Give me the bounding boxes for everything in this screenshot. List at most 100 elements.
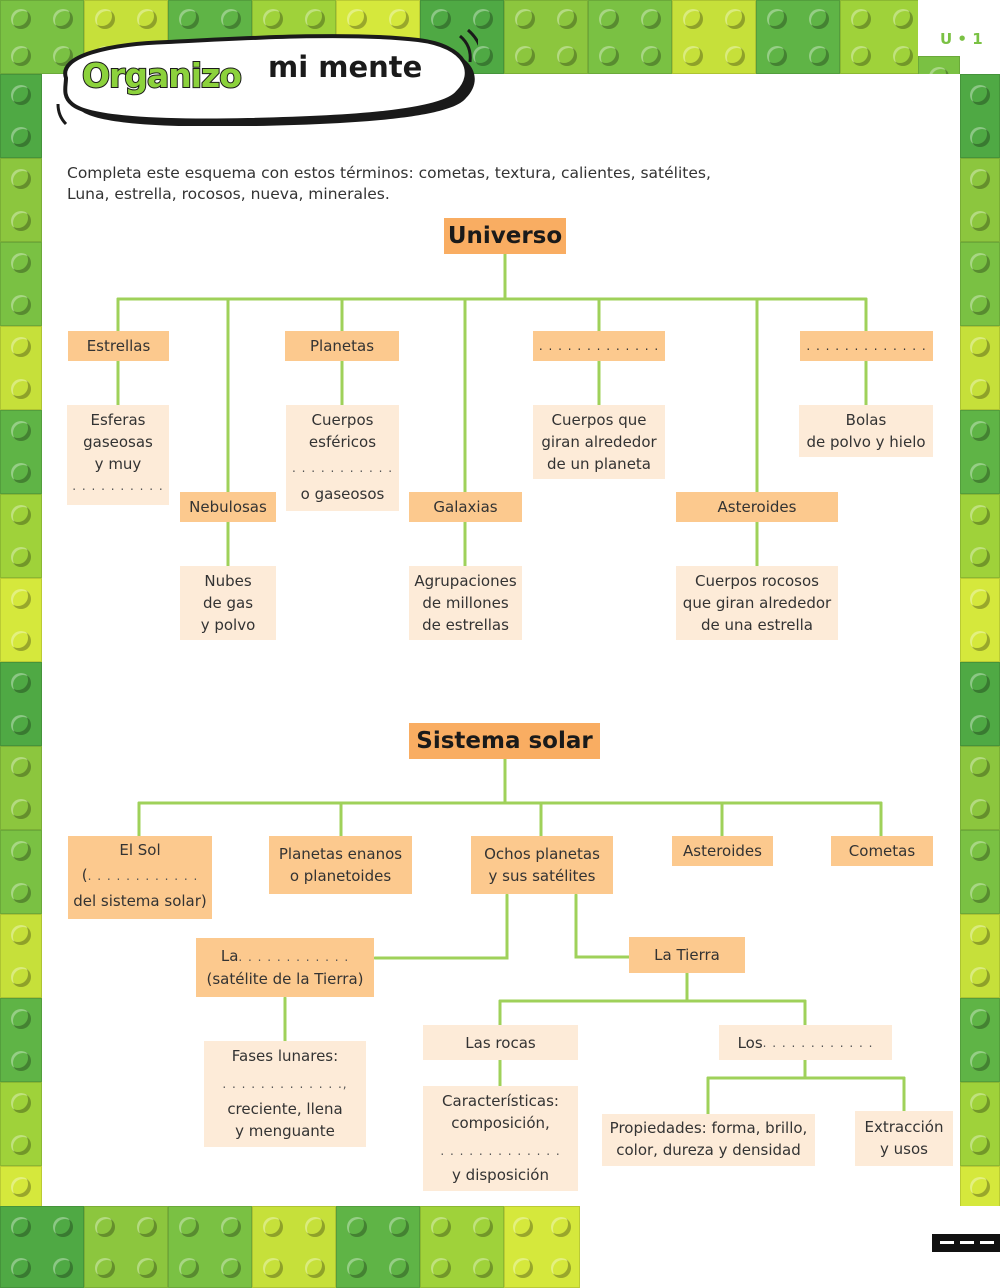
lego-stud	[970, 211, 990, 231]
satelites-desc: Cuerpos que giran alrededor de un planet…	[533, 405, 665, 479]
lego-stud	[11, 631, 31, 651]
lego-stud	[970, 379, 990, 399]
title-organizo: Organizo	[81, 55, 243, 96]
lego-stud	[11, 1051, 31, 1071]
lego-stud	[970, 505, 990, 525]
galaxias-desc: Agrupaciones de millones de estrellas	[409, 566, 522, 640]
lego-stud	[11, 841, 31, 861]
lego-stud	[11, 85, 31, 105]
lego-stud	[263, 1257, 283, 1278]
lego-stud	[221, 8, 241, 29]
lego-stud	[305, 1257, 325, 1278]
cometas-desc-line2: de polvo y hielo	[806, 433, 926, 451]
sol-line1: El Sol	[119, 841, 161, 859]
lego-stud	[970, 547, 990, 567]
caracteristicas-box: Características: composición, . . . . . …	[423, 1086, 578, 1191]
lego-stud	[970, 253, 990, 273]
lego-stud	[11, 1177, 31, 1197]
lego-stud	[263, 1216, 283, 1237]
extraccion-box: Extracción y usos	[855, 1111, 953, 1166]
cometas-desc: Bolas de polvo y hielo	[799, 405, 933, 457]
galaxias-box: Galaxias	[409, 492, 522, 522]
lego-stud	[95, 8, 115, 29]
lego-stud	[11, 505, 31, 525]
luna-line1: La. . . . . . . . . . . .	[196, 945, 374, 968]
lego-stud	[513, 1257, 533, 1278]
caract-blank[interactable]: . . . . . . . . . . . . .	[440, 1144, 561, 1158]
lego-stud	[11, 967, 31, 987]
lego-stud	[970, 337, 990, 357]
lego-stud	[599, 8, 619, 29]
estrellas-box: Estrellas	[68, 331, 169, 361]
los-blank[interactable]: . . . . . . . . . . . .	[762, 1035, 874, 1050]
lego-stud	[11, 295, 31, 315]
rocas-box: Las rocas	[423, 1025, 578, 1060]
lego-stud	[551, 1216, 571, 1237]
cometas-blank-box[interactable]: . . . . . . . . . . . . .	[800, 331, 933, 361]
lego-stud	[11, 799, 31, 819]
lego-stud	[557, 8, 577, 29]
asteroides-desc-line3: de una estrella	[700, 616, 813, 634]
los-prefix: Los	[737, 1033, 763, 1052]
page-corner-bar	[932, 1234, 1000, 1252]
sol-line3: del sistema solar)	[73, 892, 207, 910]
planetas-desc: Cuerpos esféricos . . . . . . . . . . . …	[286, 405, 399, 511]
lego-stud	[893, 45, 913, 66]
lego-stud	[473, 1216, 493, 1237]
planetas-blank[interactable]: . . . . . . . . . . .	[291, 461, 394, 475]
sol-box: El Sol (. . . . . . . . . . . . del sist…	[68, 836, 212, 919]
estrellas-blank[interactable]: . . . . . . . . . .	[72, 479, 164, 493]
extraccion-line1: Extracción	[864, 1118, 944, 1136]
lego-stud	[515, 45, 535, 66]
lego-stud	[767, 8, 787, 29]
lego-stud	[473, 1257, 493, 1278]
ocho-planetas-box: Ochos planetas y sus satélites	[471, 836, 613, 894]
sol-blank[interactable]: . . . . . . . . . . . .	[87, 869, 199, 883]
lego-stud	[970, 1009, 990, 1029]
planetas-desc-line2: esféricos	[308, 433, 377, 451]
satelites-desc-line3: de un planeta	[547, 455, 651, 473]
lego-stud	[11, 8, 31, 29]
lego-stud	[970, 715, 990, 735]
lego-stud	[970, 421, 990, 441]
lego-stud	[179, 8, 199, 29]
lego-stud	[11, 757, 31, 777]
lego-stud	[389, 8, 409, 29]
lego-stud	[11, 127, 31, 147]
lego-stud	[599, 45, 619, 66]
lego-stud	[179, 1257, 199, 1278]
planetas-box: Planetas	[285, 331, 399, 361]
lego-stud	[11, 45, 31, 66]
lego-stud	[95, 1216, 115, 1237]
luna-blank[interactable]: . . . . . . . . . . . .	[238, 950, 350, 964]
lego-stud	[11, 337, 31, 357]
asteroides-ss-box: Asteroides	[672, 836, 773, 866]
lego-stud	[970, 85, 990, 105]
universe-root: Universo	[444, 218, 566, 254]
lego-stud	[473, 8, 493, 29]
fases-blank[interactable]: . . . . . . . . . . . . .,	[222, 1077, 348, 1091]
asteroides-desc: Cuerpos rocosos que giran alrededor de u…	[676, 566, 838, 640]
lego-stud	[221, 1216, 241, 1237]
caract-line2: composición,	[451, 1114, 550, 1132]
nebulosas-desc-line2: de gas	[202, 594, 254, 612]
lego-stud	[970, 1177, 990, 1197]
lego-stud	[557, 45, 577, 66]
lego-stud	[95, 1257, 115, 1278]
ocho-line2: y sus satélites	[488, 867, 596, 885]
lego-stud	[683, 8, 703, 29]
lego-stud	[347, 1257, 367, 1278]
lego-stud	[11, 1009, 31, 1029]
lego-stud	[970, 1051, 990, 1071]
lego-stud	[263, 8, 283, 29]
lego-stud	[893, 8, 913, 29]
lego-stud	[809, 8, 829, 29]
fases-line3: creciente, llena	[227, 1100, 343, 1118]
lego-stud	[221, 1257, 241, 1278]
satelites-desc-line1: Cuerpos que	[551, 411, 647, 429]
lego-stud	[179, 1216, 199, 1237]
lego-stud	[11, 421, 31, 441]
fases-line1: Fases lunares:	[231, 1047, 339, 1065]
lego-stud	[11, 253, 31, 273]
satelites-blank-box[interactable]: . . . . . . . . . . . . .	[533, 331, 665, 361]
